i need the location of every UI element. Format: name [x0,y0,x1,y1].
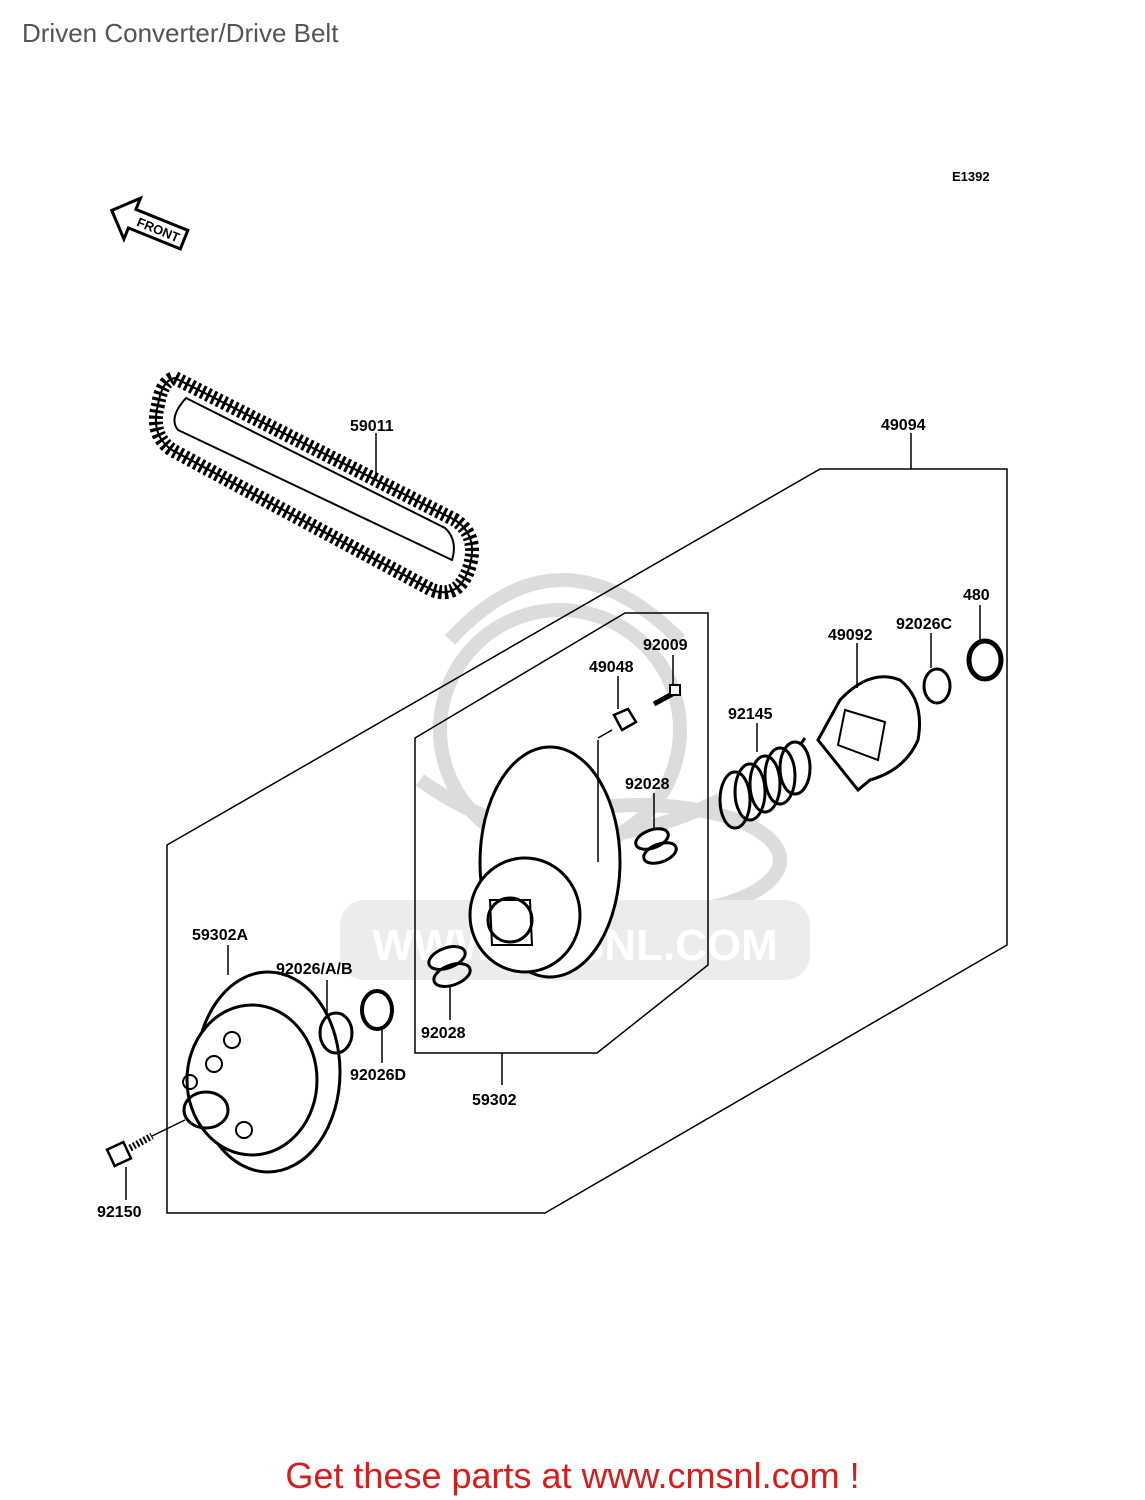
part-label-92026c: 92026C [896,616,952,633]
spring-icon [718,737,812,830]
drive-belt-icon [148,370,480,600]
page-title: Driven Converter/Drive Belt [22,18,339,48]
movable-sheave-icon [468,745,622,979]
part-label-92150: 92150 [97,1204,142,1221]
part-label-92028-lower: 92028 [421,1025,466,1042]
part-label-59302a: 59302A [192,927,248,944]
cam-icon [816,675,922,793]
bolt-icon [105,1132,154,1168]
part-label-49092: 49092 [828,627,873,644]
front-arrow-icon: FRONT [109,195,190,251]
snap-ring-icon [966,638,1004,682]
part-label-92145: 92145 [728,706,773,723]
part-label-59302: 59302 [472,1092,517,1109]
part-label-92028-upper: 92028 [625,776,670,793]
promo-link[interactable]: Get these parts at www.cmsnl.com ! [285,1455,860,1496]
washer-d-icon [360,989,394,1031]
part-label-92026d: 92026D [350,1067,406,1084]
weight-icon [612,707,638,732]
diagram-code: E1392 [952,169,990,184]
part-label-92009: 92009 [643,637,688,654]
washer-ab-icon [318,1011,354,1055]
fixed-sheave-icon [182,970,342,1174]
screw-icon [652,684,681,707]
part-label-92026ab: 92026/A/B [276,961,353,978]
assembly-frame-59302 [414,612,709,1054]
part-label-59011: 59011 [350,418,394,435]
bushing-lower-icon [427,945,472,988]
assembly-frame-49094 [166,468,1008,1214]
bushing-upper-icon [634,827,678,865]
part-label-49094: 49094 [881,417,926,434]
washer-c-icon [922,667,952,705]
part-label-49048: 49048 [589,659,634,676]
part-label-480: 480 [963,587,990,604]
